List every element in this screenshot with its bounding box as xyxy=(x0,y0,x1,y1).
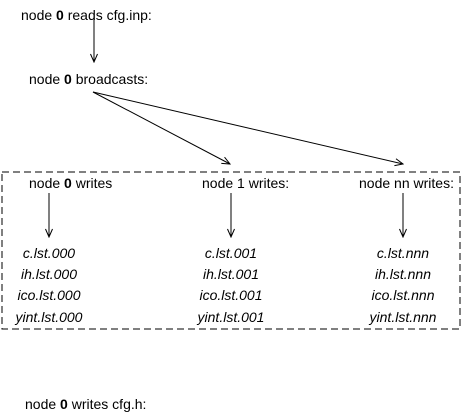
file-c-lst-nnn: c.lst.nnn xyxy=(377,245,429,261)
file-ico-lst-001: ico.lst.001 xyxy=(199,287,262,303)
writer-label-nn: node nn writes: xyxy=(359,175,454,191)
file-yint-lst-001: yint.lst.001 xyxy=(197,309,265,325)
writer-label-0: node 0 writes xyxy=(29,175,112,191)
step-action: reads cfg.inp: xyxy=(68,7,152,23)
file-c-lst-001: c.lst.001 xyxy=(205,245,257,261)
node-word: node xyxy=(21,7,52,23)
file-c-lst-000: c.lst.000 xyxy=(23,245,75,261)
writer-label-1: node 1 writes: xyxy=(202,175,289,191)
arrow-broadcast-to-node-nn xyxy=(92,91,403,164)
writes-h-step-label: node 0 writes cfg.h: xyxy=(25,396,146,412)
file-ico-lst-nnn: ico.lst.nnn xyxy=(371,287,434,303)
broadcast-step-label: node 0 broadcasts: xyxy=(29,71,148,87)
file-ih-lst-001: ih.lst.001 xyxy=(203,266,259,282)
reads-step-label: node 0 reads cfg.inp: xyxy=(21,7,152,23)
node-word: node xyxy=(29,71,60,87)
node-word: node xyxy=(359,175,390,191)
writer-action: writes: xyxy=(248,175,289,191)
node-id: 0 xyxy=(60,396,68,412)
node-id: 0 xyxy=(64,71,72,87)
writer-action: writes: xyxy=(413,175,454,191)
writer-action: writes xyxy=(75,175,113,191)
step-action: broadcasts: xyxy=(76,71,148,87)
file-ih-lst-000: ih.lst.000 xyxy=(21,266,77,282)
file-ico-lst-000: ico.lst.000 xyxy=(17,287,80,303)
node-word: node xyxy=(25,396,56,412)
file-yint-lst-nnn: yint.lst.nnn xyxy=(369,309,437,325)
node-id: 0 xyxy=(56,7,64,23)
node-id: 1 xyxy=(237,175,245,191)
file-yint-lst-000: yint.lst.000 xyxy=(15,309,83,325)
node-id: 0 xyxy=(64,175,72,191)
node-id: nn xyxy=(394,175,410,191)
arrow-broadcast-to-node-1 xyxy=(92,91,230,164)
node-word: node xyxy=(202,175,233,191)
step-action: writes cfg.h: xyxy=(71,396,147,412)
file-ih-lst-nnn: ih.lst.nnn xyxy=(375,266,431,282)
node-word: node xyxy=(29,175,60,191)
